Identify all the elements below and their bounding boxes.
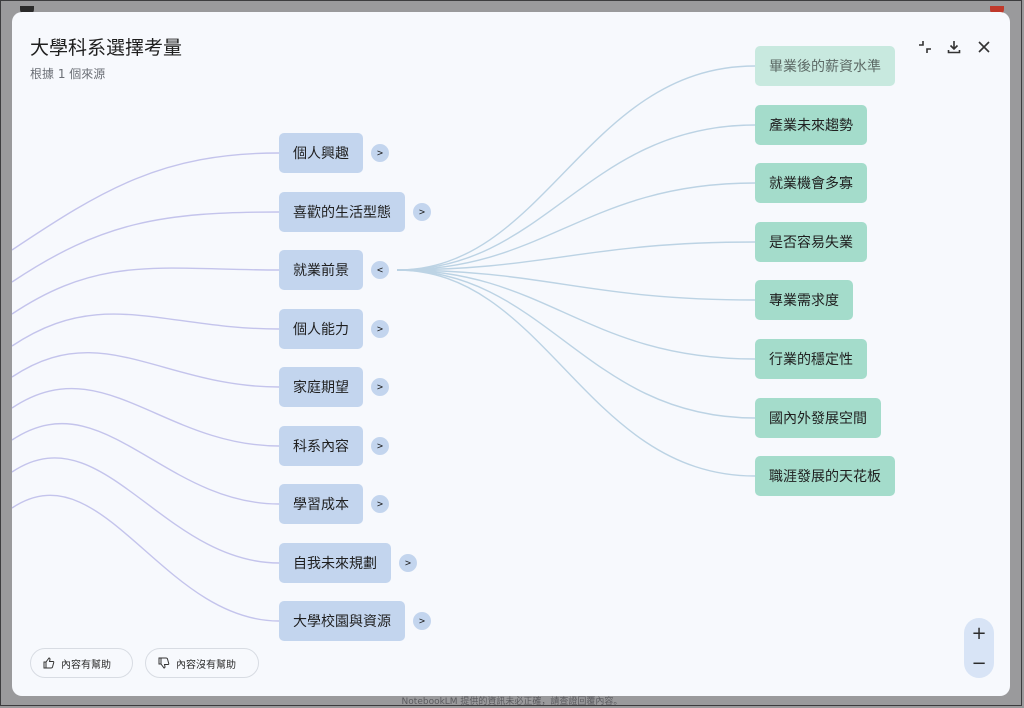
main-node[interactable]: 自我未來規劃: [279, 543, 391, 583]
expand-toggle[interactable]: >: [413, 203, 431, 221]
dialog-title: 大學科系選擇考量: [30, 37, 183, 59]
window-corner-right: [990, 6, 1004, 16]
thumbs-up-icon: [43, 657, 55, 669]
download-icon: [947, 41, 961, 54]
mind-map-edges: [12, 65, 756, 622]
zoom-in-button[interactable]: +: [971, 622, 987, 644]
expand-toggle[interactable]: >: [371, 437, 389, 455]
left-edge: [12, 457, 280, 564]
main-node[interactable]: 個人興趣: [279, 133, 363, 173]
left-edge: [12, 152, 280, 251]
expand-toggle[interactable]: >: [371, 144, 389, 162]
child-node[interactable]: 就業機會多寡: [755, 163, 867, 203]
disclaimer-text: NotebookLM 提供的資訊未必正確，請查證回覆內容。: [401, 697, 623, 707]
left-edge: [12, 352, 280, 388]
zoom-out-button[interactable]: −: [971, 652, 987, 674]
helpful-button[interactable]: 內容有幫助: [30, 648, 133, 678]
left-edge: [12, 388, 280, 447]
expand-toggle[interactable]: >: [413, 612, 431, 630]
left-edge: [12, 422, 280, 505]
right-edge: [396, 269, 756, 360]
child-node[interactable]: 是否容易失業: [755, 222, 867, 262]
expand-toggle[interactable]: >: [399, 554, 417, 572]
child-node[interactable]: 職涯發展的天花板: [755, 456, 895, 496]
right-edge-group: [396, 65, 756, 477]
right-edge: [396, 65, 756, 271]
child-node[interactable]: 專業需求度: [755, 280, 853, 320]
expand-toggle[interactable]: >: [371, 495, 389, 513]
main-node[interactable]: 家庭期望: [279, 367, 363, 407]
download-button[interactable]: [943, 36, 965, 58]
left-edge: [12, 494, 280, 622]
left-edge: [12, 211, 280, 283]
source-count: 根據 1 個來源: [30, 67, 106, 81]
right-edge: [396, 182, 756, 271]
main-node[interactable]: 個人能力: [279, 309, 363, 349]
right-edge: [396, 269, 756, 477]
expand-toggle[interactable]: >: [371, 320, 389, 338]
right-edge: [396, 124, 756, 271]
right-edge: [396, 241, 756, 271]
window-corner-left: [20, 6, 34, 16]
right-edge: [396, 269, 756, 301]
helpful-label: 內容有幫助: [61, 659, 111, 671]
main-node[interactable]: 大學校園與資源: [279, 601, 405, 641]
close-button[interactable]: [973, 36, 995, 58]
left-edge: [12, 267, 280, 315]
expand-toggle[interactable]: >: [371, 378, 389, 396]
collapse-button[interactable]: [914, 36, 936, 58]
child-node[interactable]: 產業未來趨勢: [755, 105, 867, 145]
collapse-toggle[interactable]: <: [371, 261, 389, 279]
left-edge-group: [12, 152, 280, 622]
left-edge: [12, 313, 280, 347]
main-node[interactable]: 科系內容: [279, 426, 363, 466]
main-node[interactable]: 喜歡的生活型態: [279, 192, 405, 232]
collapse-icon: [919, 41, 931, 53]
main-node[interactable]: 學習成本: [279, 484, 363, 524]
not-helpful-label: 內容沒有幫助: [176, 659, 236, 671]
child-node[interactable]: 行業的穩定性: [755, 339, 867, 379]
child-node[interactable]: 畢業後的薪資水準: [755, 46, 895, 86]
thumbs-down-icon: [158, 657, 170, 669]
not-helpful-button[interactable]: 內容沒有幫助: [145, 648, 259, 678]
main-node[interactable]: 就業前景: [279, 250, 363, 290]
child-node[interactable]: 國內外發展空間: [755, 398, 881, 438]
zoom-control: + −: [964, 618, 994, 678]
right-edge: [396, 269, 756, 419]
close-icon: [978, 41, 990, 53]
mind-map-dialog: 大學科系選擇考量 根據 1 個來源 個人興趣 > 喜歡的生活型態 > 就業前景 < 個人能力…: [12, 12, 1010, 696]
